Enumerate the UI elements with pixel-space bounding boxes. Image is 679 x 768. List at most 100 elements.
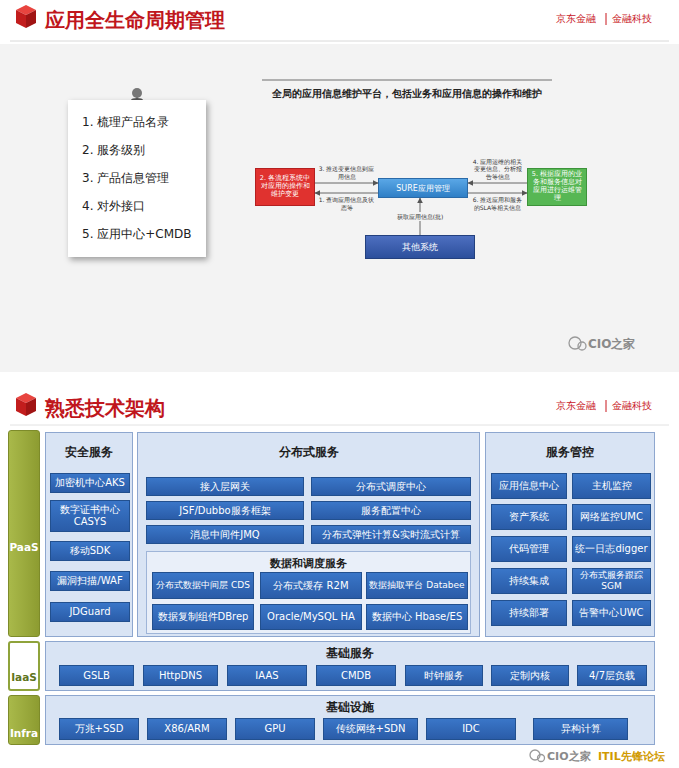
box-label: SURE应用管理: [396, 183, 450, 194]
box-label: IaaS: [11, 671, 37, 683]
edge-label: 获取应用信息(批): [386, 212, 454, 222]
box-label: 分布式服务跟踪 SGM: [575, 570, 648, 592]
caption-text: 京东金融: [556, 399, 596, 413]
box-label: 主机监控: [592, 480, 632, 492]
service-box: 万兆+SSD: [59, 718, 139, 740]
service-box: 持续部署: [491, 600, 567, 626]
box-label: 分布式调度中心: [356, 481, 426, 493]
group-panel: 基础服务GSLBHttpDNSIAASCMDB时钟服务定制内核4/7层负载: [45, 641, 655, 691]
cube-icon: [16, 5, 36, 28]
header-rule: [10, 425, 669, 426]
service-box: 分布式调度中心: [311, 477, 471, 496]
box-label: 其他系统: [402, 241, 438, 254]
box-label: 异构计算: [561, 723, 601, 735]
box-label: Oracle/MySQL HA: [267, 611, 355, 623]
flow-arrow: [315, 183, 378, 184]
box-label: 数据中心 Hbase/ES: [372, 611, 463, 623]
box-label: 传统网络+SDN: [336, 723, 406, 735]
box-label: 分布式数据中间层 CDS: [156, 580, 250, 591]
box-label: 数据复制组件DBrep: [158, 611, 249, 623]
box-label: JSF/Dubbo服务框架: [179, 505, 270, 517]
system-box: SURE应用管理: [378, 178, 468, 198]
box-label: 统一日志digger: [575, 543, 647, 555]
box-label: 持续部署: [509, 607, 549, 619]
list-item: 5. 应用中心+CMDB: [82, 220, 196, 248]
process-box: 2. 各流程系统中对应用的操作和维护变更: [255, 168, 315, 206]
panel-heading: 安全服务: [46, 444, 132, 461]
box-label: PaaS: [9, 541, 38, 553]
heading-rule: [262, 79, 552, 81]
box-label: GSLB: [83, 670, 110, 682]
service-box: 应用信息中心: [491, 473, 567, 499]
service-box: HttpDNS: [143, 665, 218, 686]
service-box: JDGuard: [50, 602, 130, 622]
group-panel: 分布式服务接入层网关 分布式调度中心 JSF/Dubbo服务框架 服务配置中心消息中间…: [137, 432, 480, 637]
group-panel: 服务管控应用信息中心主机监控资产系统网络监控UMC代码管理统一日志digger持…: [485, 432, 655, 637]
watermark-logo: [569, 337, 586, 350]
service-box: 加密机中心AKS: [50, 473, 130, 493]
service-box: JSF/Dubbo服务框架: [146, 501, 304, 520]
service-box: 漏洞扫描/WAF: [50, 571, 130, 591]
box-label: 告警中心UWC: [579, 607, 643, 619]
layer-band: Infra: [8, 695, 40, 745]
list-item: 3. 产品信息管理: [82, 164, 196, 192]
box-label: 加密机中心AKS: [55, 477, 125, 489]
system-box: 其他系统: [365, 235, 475, 259]
header-divider: [606, 13, 607, 25]
header-divider: [606, 400, 607, 412]
layer-band: PaaS: [8, 430, 40, 637]
box-label: 时钟服务: [424, 670, 464, 682]
service-box: 告警中心UWC: [572, 600, 651, 626]
caption-text: ITIL先锋论坛: [598, 749, 665, 764]
box-label: 应用信息中心: [499, 480, 559, 492]
service-box: X86/ARM: [147, 718, 227, 740]
service-box: 数据抽取平台 Databee: [366, 572, 468, 599]
list-item: 4. 对外接口: [82, 192, 196, 220]
header-rule: [10, 41, 669, 42]
box-label: 消息中间件JMQ: [190, 529, 259, 541]
layer-band: IaaS: [8, 641, 40, 691]
panel-heading: 基础服务: [46, 645, 654, 662]
panel-heading: 服务管控: [486, 444, 654, 461]
caption-text: CIO之家: [547, 749, 591, 764]
box-label: 分布式缓存 R2M: [273, 580, 348, 592]
panel-heading: 分布式服务: [138, 444, 479, 461]
service-box: 服务配置中心: [311, 501, 471, 520]
service-box: 分布式服务跟踪 SGM: [572, 568, 651, 594]
box-label: IDC: [462, 723, 480, 735]
list-item: 1. 梳理产品名录: [82, 108, 196, 136]
flow-arrow: [468, 193, 527, 194]
service-box: 统一日志digger: [572, 536, 651, 562]
edge-label: 6. 推送应用和服务的SLA等相关信息: [473, 196, 523, 211]
service-box: 资产系统: [491, 504, 567, 530]
service-box: 消息中间件JMQ: [146, 525, 304, 544]
service-box: 数据复制组件DBrep: [152, 604, 254, 630]
watermark-logo: [530, 750, 545, 762]
flow-arrow: [315, 193, 378, 194]
box-label: X86/ARM: [164, 723, 209, 735]
box-label: 5. 根据应用的业务和服务信息对应用进行运维管理: [530, 171, 584, 202]
box-label: 接入层网关: [200, 481, 250, 493]
box-label: Infra: [10, 727, 38, 739]
box-label: 数据抽取平台 Databee: [369, 580, 464, 591]
caption-text: 金融科技: [612, 12, 652, 26]
box-label: 分布式弹性计算&实时流式计算: [322, 529, 460, 541]
edge-label: 4. 应用运维的相关变更信息、分析报告等信息: [473, 158, 523, 181]
service-box: GPU: [235, 718, 315, 740]
service-box: 定制内核: [491, 665, 569, 686]
flow-arrow: [468, 183, 527, 184]
service-box: IDC: [426, 718, 516, 740]
slide-ground: [0, 44, 679, 372]
service-box: CMDB: [316, 665, 396, 686]
box-label: 移动SDK: [70, 545, 111, 557]
box-label: 资产系统: [509, 511, 549, 523]
box-label: HttpDNS: [159, 670, 202, 682]
box-label: JDGuard: [69, 606, 110, 618]
service-box: 接入层网关: [146, 477, 304, 496]
group-panel: 基础设施万兆+SSDX86/ARMGPU传统网络+SDNIDC异构计算: [45, 695, 655, 745]
box-label: GPU: [264, 723, 285, 735]
service-box: 数据中心 Hbase/ES: [366, 604, 468, 630]
edge-label: 3. 推送变更信息到应用信息: [318, 165, 376, 180]
service-box: 分布式缓存 R2M: [260, 572, 362, 599]
service-box: 持续集成: [491, 568, 567, 594]
